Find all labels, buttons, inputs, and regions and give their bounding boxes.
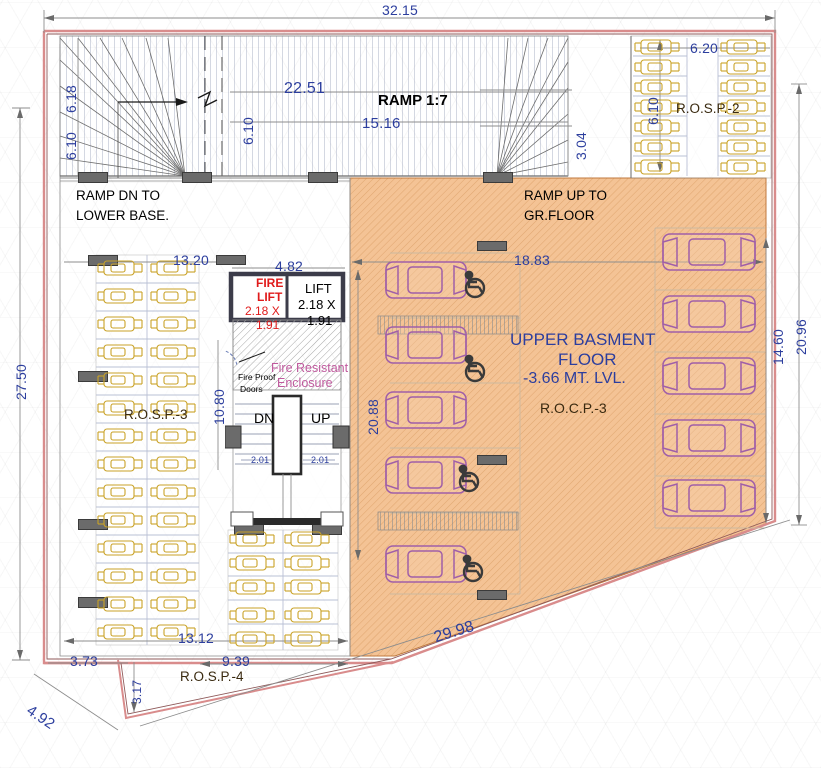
- rosp4-label: R.O.S.P.-4: [180, 669, 244, 684]
- stair-dn-label: DN: [254, 410, 275, 426]
- lift-dim-2: 1.91: [307, 313, 333, 328]
- column: [477, 455, 507, 465]
- dim-left-bay-width: 13.20: [173, 252, 210, 268]
- dim-bottom-c: 9.39: [222, 653, 251, 669]
- dim-core-width: 4.82: [275, 258, 304, 274]
- wheelchair-icon: [462, 554, 484, 583]
- column: [182, 172, 212, 183]
- dim-ramp-left-b: 6.10: [63, 131, 79, 160]
- rosp4-cars: [229, 531, 330, 647]
- basement-title-line1: UPPER BASMENT: [510, 330, 656, 349]
- column: [78, 597, 108, 608]
- ramp-dn-label-1: RAMP DN TO: [76, 188, 161, 203]
- wheelchair-icon: [458, 464, 480, 493]
- rosp2-label: R.O.S.P.-2: [676, 101, 740, 116]
- dim-bottom-a: 13.12: [178, 630, 215, 646]
- stair-up-label: UP: [311, 410, 331, 426]
- fire-enclosure-label-1: Fire Resistant: [271, 361, 349, 375]
- fire-doors-label-2: Doors: [240, 384, 263, 394]
- fire-lift-label-2: LIFT: [257, 290, 283, 304]
- right-parking-cars: [662, 233, 756, 517]
- dim-ramp-right: 3.04: [573, 131, 589, 160]
- wheelchair-icon: [464, 354, 486, 383]
- dim-right-bay-depth: 14.60: [770, 328, 786, 365]
- dim-stair-left: 2.01: [251, 455, 270, 465]
- lift-dim-1: 2.18 X: [298, 297, 336, 312]
- fire-lift-label-1: FIRE: [256, 276, 284, 290]
- column: [483, 172, 513, 183]
- dim-left-overall: 27.50: [13, 363, 29, 400]
- column: [477, 241, 507, 251]
- dim-top-overall: 32.15: [382, 2, 419, 18]
- dim-ramp-mid: 6.10: [240, 116, 256, 145]
- column: [308, 172, 338, 183]
- rosp3-cars: [97, 260, 196, 640]
- rocp3-label: R.O.C.P.-3: [540, 400, 607, 416]
- fire-enclosure-label-2: Enclosure: [277, 376, 333, 390]
- dim-slab-left-height: 20.88: [365, 398, 381, 435]
- column: [216, 255, 246, 265]
- dim-rosp2-depth: 6.10: [645, 96, 661, 125]
- service-core: [225, 271, 350, 527]
- rosp3-label: R.O.S.P.-3: [124, 407, 188, 422]
- fire-lift-dim-2: 1.91: [256, 318, 280, 332]
- basement-level-label: -3.66 MT. LVL.: [523, 370, 626, 387]
- fire-doors-label-1: Fire Proof: [238, 372, 276, 382]
- dim-rosp2-width: 6.20: [690, 40, 719, 56]
- column: [78, 371, 108, 382]
- dim-bottom-d: 3.17: [130, 679, 144, 704]
- lift-label: LIFT: [305, 281, 332, 296]
- accessible-parking-cars: [385, 261, 467, 583]
- dim-stair-right: 2.01: [311, 455, 330, 465]
- ramp-dn-label-2: LOWER BASE.: [76, 208, 170, 223]
- ramp-up-label-1: RAMP UP TO: [524, 188, 608, 203]
- wheelchair-icon: [464, 270, 486, 299]
- ramp-slope-label: RAMP 1:7: [378, 92, 448, 109]
- ramp-up-label-2: GR.FLOOR: [524, 208, 595, 223]
- dim-core-height: 10.80: [211, 388, 227, 425]
- basement-title-line2: FLOOR: [558, 350, 617, 369]
- column: [78, 172, 108, 183]
- dim-ramp-width: 22.51: [284, 80, 326, 97]
- column: [78, 519, 108, 530]
- dim-bottom-b: 3.73: [70, 653, 99, 669]
- dim-ramp-inner: 15.16: [362, 115, 401, 132]
- rosp2-cars: [634, 39, 766, 175]
- fire-lift-dim-1: 2.18 X: [245, 304, 280, 318]
- dim-ramp-left-a: 6.18: [63, 84, 79, 113]
- dim-right-overall: 20.96: [793, 318, 809, 355]
- dim-center-to-right: 18.83: [514, 252, 551, 268]
- column: [477, 590, 507, 600]
